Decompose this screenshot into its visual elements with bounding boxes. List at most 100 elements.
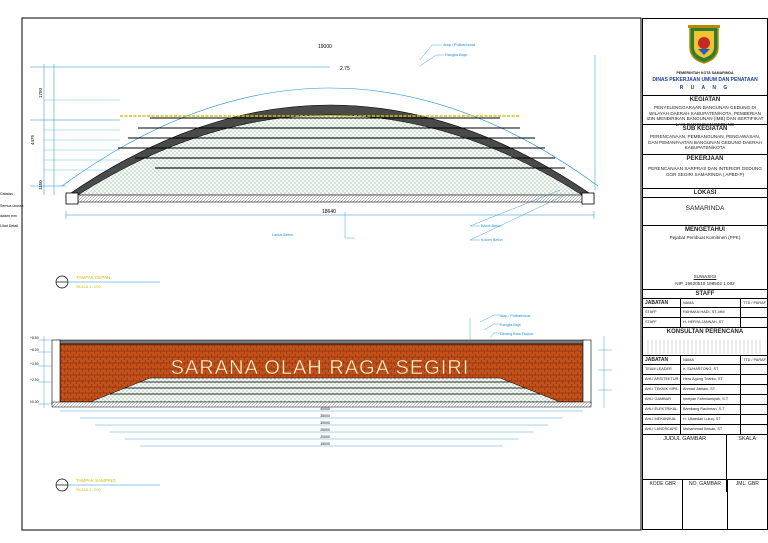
staff-name: H. HERYA JANNAH, ST: [681, 318, 741, 327]
side-callout-0: Atap / Polikarbonat: [500, 314, 530, 318]
table-row: STAFF RAHMAN HADI, ST.,MM: [643, 307, 767, 317]
staff-role: STAFF: [643, 308, 681, 317]
jml-heading: JML. GBR: [735, 481, 759, 487]
section-marker-front: TAMPAK DEPAN SKALA 1 : 200: [55, 275, 160, 289]
drawing-area: 19000 2.75 18640 1750 4475 1150 Atap / P…: [0, 17, 642, 531]
lokasi-section: LOKASI SAMARINDA: [643, 188, 767, 232]
city-emblem-icon: [688, 25, 720, 64]
mengetahui-text: Pejabat Pembuat Komitmen (PPK): [669, 235, 741, 240]
callout-2: Balok Beton: [481, 224, 501, 228]
kode-heading: KODE GBR: [643, 480, 684, 529]
side-callout-1: Rangka Baja: [500, 323, 521, 327]
konsultan-sign: [741, 385, 767, 394]
konsultan-name: Heru Agung Trianto, ST: [681, 375, 741, 384]
konsultan-logo-area: [647, 340, 763, 354]
section-marker-side: TAMPAK SAMPING SKALA 1 : 200: [55, 478, 160, 492]
konsultan-sign: [741, 425, 767, 434]
side-dim-4: ±0.00: [30, 400, 39, 404]
table-row: AHLI TEKNIK SIPIL Ahmad Jaelani, ST: [643, 384, 767, 394]
table-row: AHLI GAMBAR Imelyan Fahmiansyah, S.T: [643, 394, 767, 404]
width-dim: 18640: [322, 209, 336, 215]
bottom-dim-4: 20000: [320, 435, 330, 439]
dim-left-0: 1750: [38, 87, 43, 98]
ppk-nip: NIP. 19620510 198502 1 002: [675, 281, 735, 286]
side-scale: SKALA 1 : 200: [76, 488, 101, 492]
subkegiatan-text: PERENCANAAN, PEMBANGUNAN, PENGAWASAN, DA…: [648, 134, 762, 150]
konsultan-role: AHLI ELEKTRIKAL: [643, 405, 681, 414]
bottom-note: Lantai Beton: [272, 233, 293, 237]
ppk-name: SUWASIGI: [693, 274, 717, 279]
staff-sign: [741, 318, 767, 327]
pekerjaan-text: PERENCANAAN SARPRAS DAN INTERIOR GEDUNG …: [648, 166, 762, 177]
kegiatan-heading: KEGIATAN: [689, 97, 721, 103]
left-note-2: dalam mm: [0, 214, 17, 218]
subkegiatan-heading: SUB KEGIATAN: [682, 126, 728, 132]
konsultan-role: AHLI LANDSCAPE: [643, 425, 681, 434]
mengetahui-section: MENGETAHUI Pejabat Pembuat Komitmen (PPK…: [643, 225, 767, 289]
staff-heading-row: STAFF: [643, 289, 767, 298]
table-row: TEAM LEADER Ir. SUHARTONO, ST: [643, 364, 767, 374]
lokasi-heading: LOKASI: [643, 189, 767, 198]
staff-role: STAFF: [643, 318, 681, 327]
lokasi-text: SAMARINDA: [685, 205, 725, 212]
side-dim-2: +3.50: [30, 362, 39, 366]
judul-section: JUDUL GAMBAR SKALA: [643, 434, 767, 492]
pekerjaan-heading: PEKERJAAN: [686, 156, 724, 162]
mengetahui-heading: MENGETAHUI: [685, 227, 725, 233]
title-block: PEMERINTAH KOTA SAMARINDA DINAS PEKERJAA…: [642, 18, 768, 530]
table-row: AHLI LANDSCAPE Muhammad Ikhsan, ST: [643, 424, 767, 434]
left-note-0: Catatan :: [0, 192, 15, 196]
staff-name: RAHMAN HADI, ST.,MM: [681, 308, 741, 317]
dim-left-2: 1150: [38, 180, 43, 190]
no-heading: NO. GAMBAR: [683, 480, 728, 529]
table-row: STAFF H. HERYA JANNAH, ST: [643, 317, 767, 327]
staff-col-ttd: TTD / PARAF: [743, 301, 766, 305]
left-note-1: Semua ukuran: [0, 204, 23, 208]
callout-0: Atap / Polikarbonat: [443, 43, 476, 47]
callout-1: Rangka Baja: [445, 53, 468, 57]
bottom-dim-2: 30000: [320, 421, 330, 425]
staff-col-nama: NAMA: [681, 299, 741, 308]
konsultan-sign: [741, 405, 767, 414]
side-dim-3: +2.00: [30, 378, 39, 382]
konsultan-heading: KONSULTAN PERENCANA: [666, 329, 744, 335]
konsultan-role: AHLI MEKANIKAL: [643, 415, 681, 424]
konsultan-name: Muhammad Ikhsan, ST: [681, 425, 741, 434]
konsultan-role: AHLI ARSITEKTUR: [643, 375, 681, 384]
banner-text: SARANA OLAH RAGA SEGIRI: [171, 357, 470, 379]
dim-left-1: 4475: [30, 134, 35, 145]
konsultan-sign: [741, 415, 767, 424]
org-small: PEMERINTAH KOTA SAMARINDA: [676, 71, 734, 75]
side-dim-0: +8.50: [30, 336, 39, 340]
konsultan-name: Imelyan Fahmiansyah, S.T: [681, 395, 741, 404]
org-header: PEMERINTAH KOTA SAMARINDA DINAS PEKERJAA…: [643, 19, 767, 93]
konsultan-role: TEAM LEADER: [643, 365, 681, 374]
staff-heading: STAFF: [695, 291, 715, 297]
callout-3: Kolom Beton: [481, 238, 503, 242]
konsultan-name: Bambang Rachman, S.T: [681, 405, 741, 414]
pekerjaan-section: PEKERJAAN PERENCANAAN SARPRAS DAN INTERI…: [643, 154, 767, 188]
konsultan-name: H. Ubaedan Luluq, ST: [681, 415, 741, 424]
top-right-dim: 2.75: [340, 66, 350, 72]
konsultan-sign: [741, 375, 767, 384]
konsultan-header-row: JABATAN NAMA TTD / PARAF: [643, 355, 767, 365]
table-row: AHLI ELEKTRIKAL Bambang Rachman, S.T: [643, 404, 767, 414]
staff-sign: [741, 308, 767, 317]
konsultan-sign: [741, 395, 767, 404]
skala-heading: SKALA: [738, 436, 757, 442]
konsultan-name: Ir. SUHARTONO, ST: [681, 365, 741, 374]
subkegiatan-section: SUB KEGIATAN PERENCANAAN, PEMBANGUNAN, P…: [643, 124, 767, 154]
konsultan-col-nama: NAMA: [681, 356, 741, 365]
konsultan-sign: [741, 365, 767, 374]
konsultan-name: Ahmad Jaelani, ST: [681, 385, 741, 394]
side-callout-2: Dinding Bata Ekspos: [500, 332, 534, 336]
front-scale: SKALA 1 : 200: [76, 285, 101, 289]
bottom-dim-3: 25000: [320, 428, 330, 432]
konsultan-col-ttd: TTD / PARAF: [743, 358, 766, 362]
staff-header-row: JABATAN NAMA TTD / PARAF: [643, 298, 767, 308]
staff-col-jabatan: JABATAN: [643, 299, 681, 308]
table-row: AHLI ARSITEKTUR Heru Agung Trianto, ST: [643, 374, 767, 384]
kode-section: KODE GBR NO. GAMBAR JML. GBR: [643, 479, 767, 529]
top-dim: 19000: [318, 44, 332, 50]
